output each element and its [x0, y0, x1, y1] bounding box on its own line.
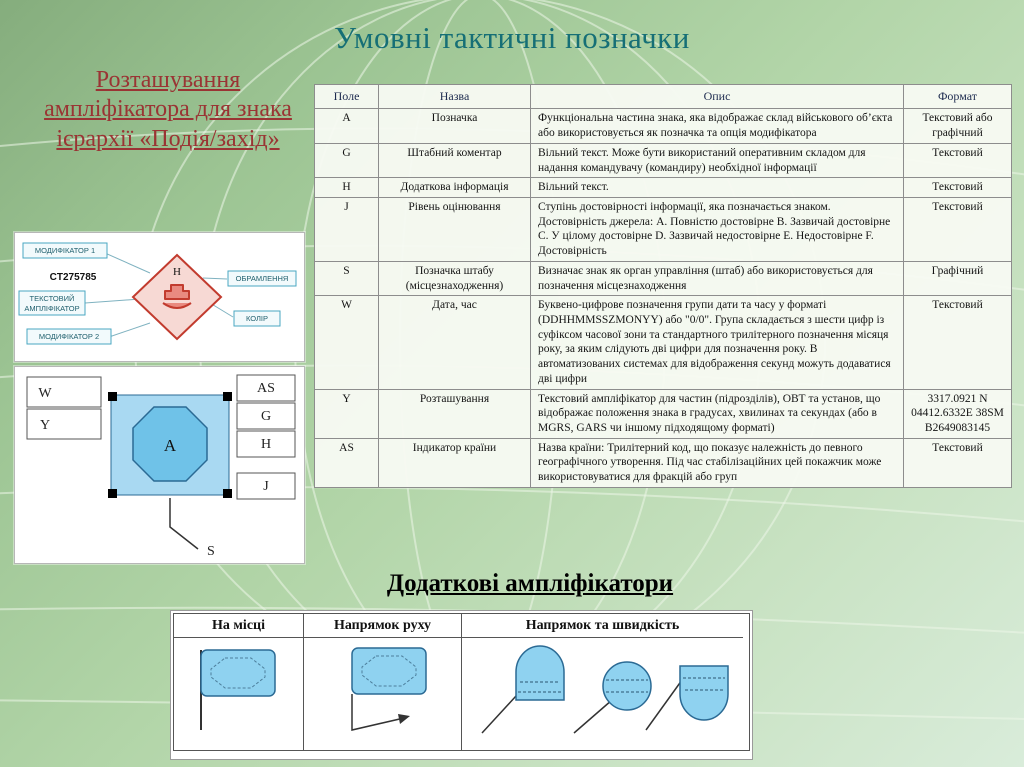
cell-format: Текстовий — [903, 295, 1012, 390]
cell-name: Штабний коментар — [378, 142, 531, 179]
bottom-header-direction: Напрямок руху — [304, 614, 462, 638]
staff-s-label: S — [207, 544, 215, 559]
table-row: H Додаткова інформація Вільний текст. Те… — [314, 177, 1012, 198]
amplifier-table: Поле Назва Опис Формат A Позначка Функці… — [314, 83, 1012, 488]
svg-text:АМПЛІФІКАТОР: АМПЛІФІКАТОР — [24, 304, 79, 313]
cell-desc: Визначає знак як орган управління (штаб)… — [530, 260, 904, 297]
svg-text:МОДИФІКАТОР 1: МОДИФІКАТОР 1 — [35, 246, 95, 255]
field-box-as — [236, 374, 296, 402]
cell-desc: Буквено-цифрове позначення групи дати та… — [530, 295, 904, 390]
bottom-header-static: На місці — [174, 614, 304, 638]
arrowhead-icon — [397, 714, 410, 724]
cell-format: Текстовий або графічний — [903, 108, 1012, 144]
cell-name: Позначка штабу (місцезнаходження) — [378, 260, 531, 297]
table-row: J Рівень оцінювання Ступінь достовірност… — [314, 196, 1012, 262]
speed-dome-up-symbol — [481, 645, 565, 734]
diamond-symbol-icon — [162, 284, 192, 309]
cell-field: AS — [314, 437, 379, 488]
field-box-j — [236, 472, 296, 500]
cell-format: Графічний — [903, 260, 1012, 297]
cell-name: Розташування — [378, 388, 531, 439]
left-heading: Розташування ампліфікатора для знака ієр… — [44, 67, 292, 152]
cell-field: G — [314, 142, 379, 179]
connector-lines — [84, 252, 234, 338]
svg-text:КОЛІР: КОЛІР — [246, 314, 268, 323]
subheading: Додаткові ампліфікатори — [386, 570, 674, 597]
static-symbol-cell — [174, 638, 304, 750]
cell-name: Дата, час — [378, 295, 531, 390]
label-text-amplifier: ТЕКСТОВИЙ АМПЛІФІКАТОР — [18, 290, 86, 316]
field-label-g: G — [261, 409, 271, 424]
col-header-desc: Опис — [530, 83, 904, 110]
field-label-y: Y — [40, 418, 50, 433]
table-row: W Дата, час Буквено-цифрове позначення г… — [314, 295, 1012, 390]
speed-circle-symbol — [573, 661, 652, 734]
field-box-h — [236, 430, 296, 458]
cell-desc: Текстовий ампліфікатор для частин (підро… — [530, 388, 904, 439]
staff-indicator: S — [169, 498, 215, 559]
cell-format: Текстовий — [903, 437, 1012, 488]
cell-field: W — [314, 295, 379, 390]
field-layout-diagram: W Y AS G H J A S — [14, 366, 305, 564]
cell-name: Рівень оцінювання — [378, 196, 531, 262]
speed-symbols-cell — [462, 638, 743, 750]
col-header-field: Поле — [314, 83, 379, 110]
cell-field: J — [314, 196, 379, 262]
flag-symbol — [199, 649, 276, 730]
cell-field: Y — [314, 388, 379, 439]
direction-symbol-cell — [304, 638, 462, 750]
field-box-g — [236, 402, 296, 430]
field-box-w — [26, 376, 102, 408]
cell-desc: Вільний текст. Може бути використаний оп… — [530, 142, 904, 179]
cell-format: Текстовий — [903, 196, 1012, 262]
diamond-h-label: H — [173, 266, 181, 278]
svg-text:ТЕКСТОВИЙ: ТЕКСТОВИЙ — [30, 294, 75, 303]
cell-desc: Ступінь достовірності інформації, яка по… — [530, 196, 904, 262]
framed-symbol: A — [108, 392, 232, 498]
label-modifier1: МОДИФІКАТОР 1 — [22, 242, 108, 259]
octagon-a-label: A — [164, 436, 177, 455]
label-frame: ОБРАМЛЕННЯ — [227, 270, 297, 287]
speed-dome-down-symbol — [645, 665, 729, 731]
cell-field: H — [314, 177, 379, 198]
table-row: S Позначка штабу (місцезнаходження) Визн… — [314, 260, 1012, 297]
table-row: A Позначка Функціональна частина знака, … — [314, 108, 1012, 144]
direction-symbol — [350, 647, 427, 731]
table-row: G Штабний коментар Вільний текст. Може б… — [314, 142, 1012, 179]
cell-format: Текстовий — [903, 142, 1012, 179]
label-modifier2: МОДИФІКАТОР 2 — [26, 328, 112, 345]
field-label-as: AS — [257, 381, 275, 396]
additional-amplifiers-panel: На місці Напрямок руху Напрямок та швидк… — [170, 610, 753, 760]
label-color: КОЛІР — [233, 310, 281, 327]
table-row: Y Розташування Текстовий ампліфікатор дл… — [314, 388, 1012, 439]
bottom-header-speed: Напрямок та швидкість — [462, 614, 743, 638]
amplifier-diagram: H МОДИФІКАТОР 1 CT275785 ТЕКСТОВИЙ АМПЛІ… — [14, 232, 305, 362]
label-code: CT275785 — [50, 272, 97, 283]
slide-title: Умовні тактичні позначки — [334, 20, 690, 55]
field-label-j: J — [263, 479, 269, 494]
diamond-shape: H — [131, 253, 223, 341]
cell-name: Індикатор країни — [378, 437, 531, 488]
svg-text:МОДИФІКАТОР 2: МОДИФІКАТОР 2 — [39, 332, 99, 341]
table-header-row: Поле Назва Опис Формат — [314, 83, 1012, 110]
field-label-h: H — [261, 437, 271, 452]
col-header-name: Назва — [378, 83, 531, 110]
cell-desc: Назва країни: Трилітерний код, що показу… — [530, 437, 904, 488]
table-row: AS Індикатор країни Назва країни: Триліт… — [314, 437, 1012, 488]
cell-field: A — [314, 108, 379, 144]
cell-name: Позначка — [378, 108, 531, 144]
cell-desc: Функціональна частина знака, яка відобра… — [530, 108, 904, 144]
cell-name: Додаткова інформація — [378, 177, 531, 198]
cell-format: Текстовий — [903, 177, 1012, 198]
col-header-format: Формат — [903, 83, 1012, 110]
cell-desc: Вільний текст. — [530, 177, 904, 198]
cell-format: 3317.0921 N 04412.6332E 38SM B2649083145 — [903, 388, 1012, 439]
svg-text:ОБРАМЛЕННЯ: ОБРАМЛЕННЯ — [236, 274, 289, 283]
octagon-symbol — [132, 406, 208, 482]
field-box-y — [26, 408, 102, 440]
field-label-w: W — [38, 386, 52, 401]
cell-field: S — [314, 260, 379, 297]
